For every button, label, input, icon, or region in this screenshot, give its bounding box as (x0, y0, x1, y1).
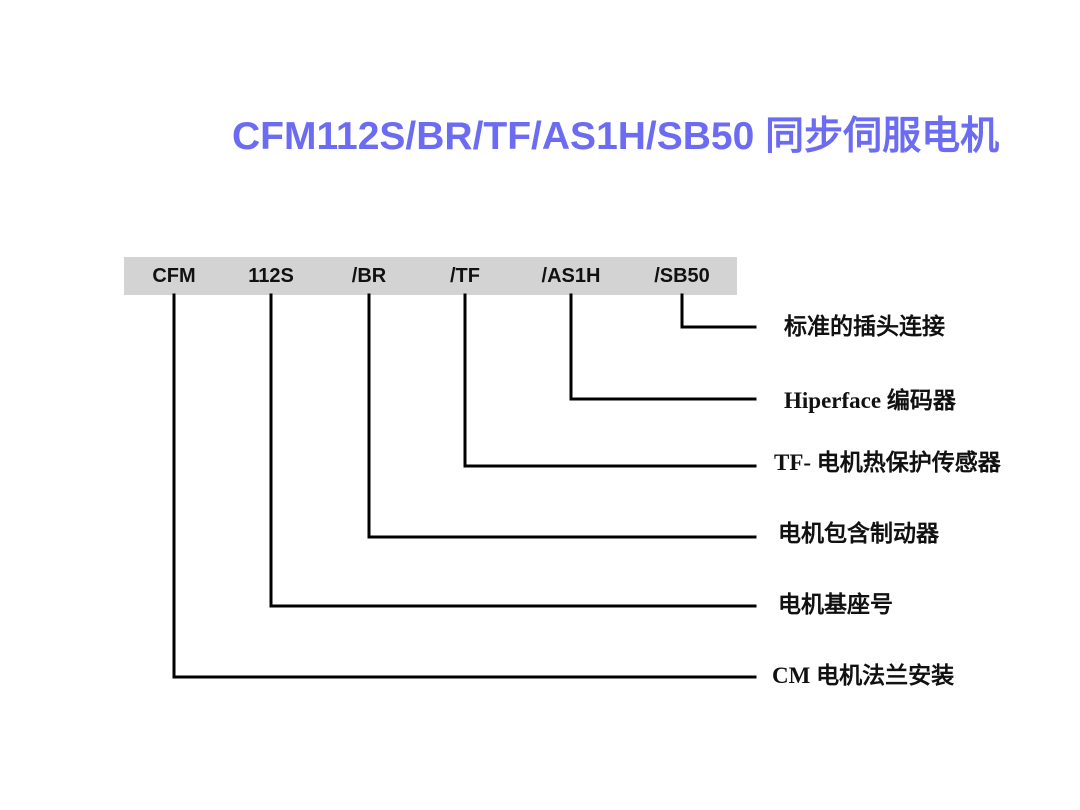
desc-flange-mount: CM 电机法兰安装 (772, 663, 955, 688)
desc-frame-size: 电机基座号 (778, 592, 893, 617)
connector-sb50 (680, 293, 757, 329)
desc-plug-connection: 标准的插头连接 (784, 314, 945, 339)
code-segment-br: /BR (351, 265, 387, 287)
code-segment-cfm: CFM (152, 265, 196, 287)
connector-tf (463, 293, 757, 468)
slide-title: CFM112S/BR/TF/AS1H/SB50 同步伺服电机 (232, 115, 1000, 158)
connector-br (367, 293, 757, 539)
desc-brake: 电机包含制动器 (778, 521, 939, 546)
code-segment-sb50: /SB50 (654, 265, 710, 287)
model-code-bar (124, 257, 737, 295)
connector-112s (269, 293, 757, 608)
connector-cfm (172, 293, 757, 679)
code-segment-112s: 112S (248, 265, 294, 287)
code-segment-as1h: /AS1H (541, 265, 601, 287)
code-segment-tf: /TF (450, 265, 480, 287)
connector-as1h (569, 293, 757, 401)
desc-thermal-sensor: TF- 电机热保护传感器 (774, 450, 1001, 475)
desc-hiperface-encoder: Hiperface 编码器 (784, 388, 956, 413)
